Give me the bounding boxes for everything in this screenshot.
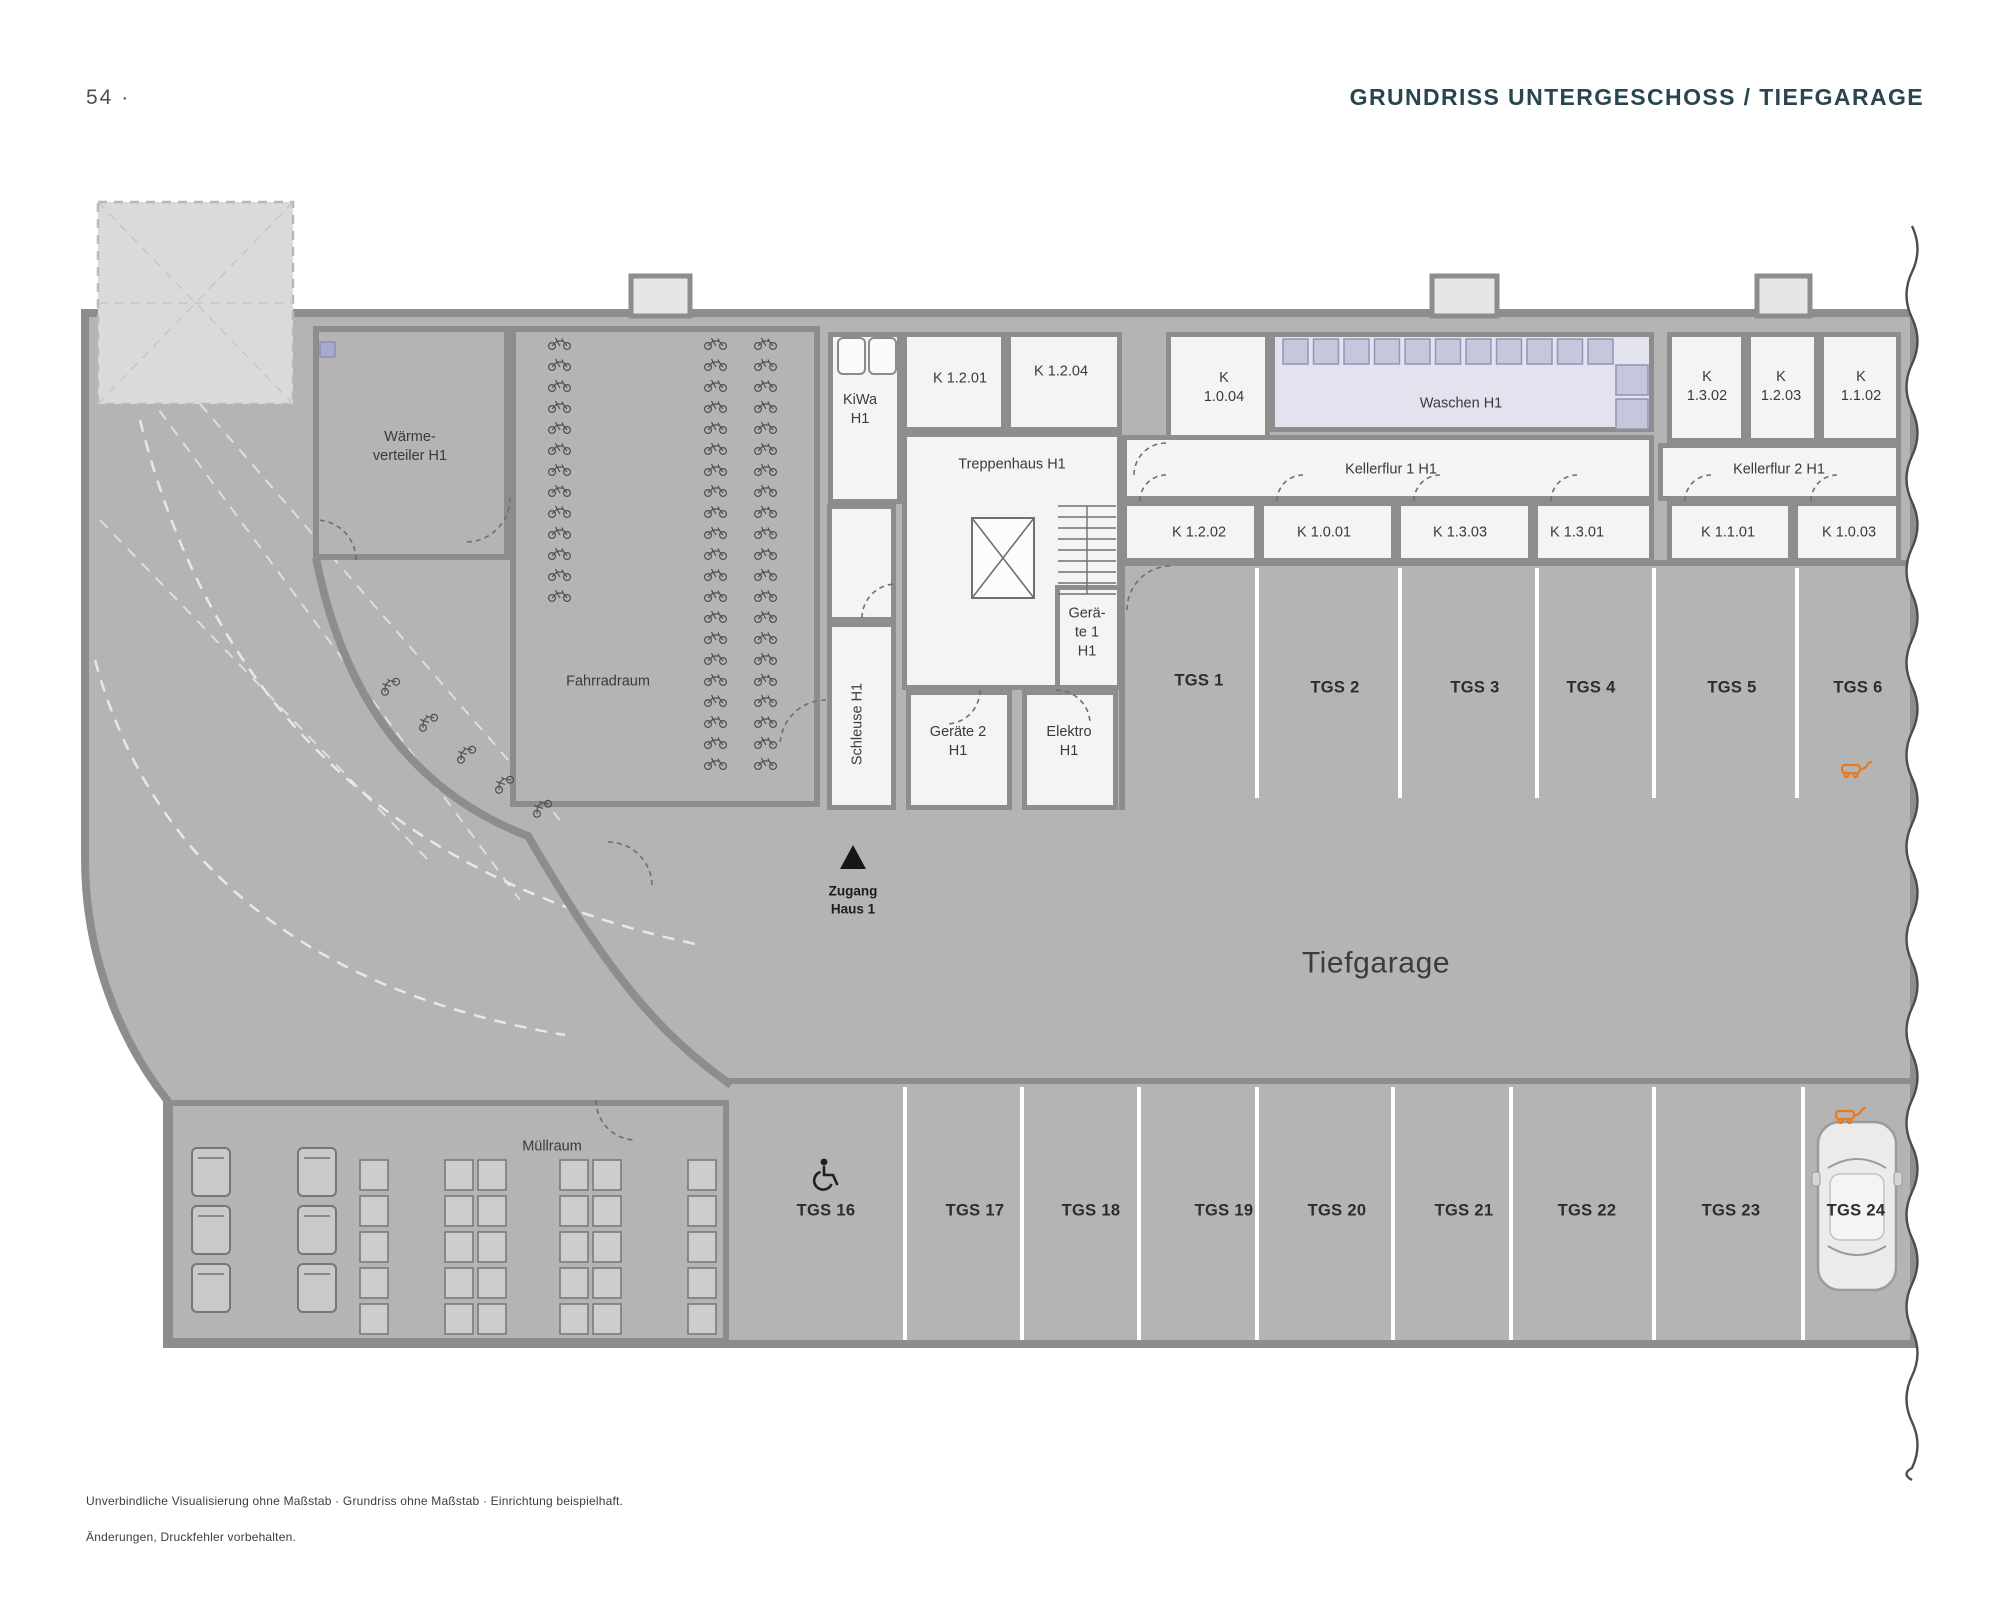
room-label-k1001: K 1.0.01 xyxy=(1296,524,1352,541)
parking-spot-label: TGS 21 xyxy=(1434,1201,1494,1220)
parking-spot-label: TGS 5 xyxy=(1707,678,1757,697)
shaft xyxy=(628,273,693,319)
parking-spot-label: TGS 24 xyxy=(1826,1201,1886,1220)
parking-spot-label: TGS 1 xyxy=(1174,671,1224,690)
parking-spot-label: TGS 3 xyxy=(1450,678,1500,697)
room-label-geraete1: Gerä- te 1 H1 xyxy=(1068,605,1106,660)
room-label-waermeverteiler: Wärme- verteiler H1 xyxy=(372,429,448,464)
room-label-k1004: K 1.0.04 xyxy=(1203,370,1245,405)
room-label-k1003: K 1.0.03 xyxy=(1821,524,1877,541)
room-waschen xyxy=(1270,332,1654,432)
room-label-k1102: K 1.1.02 xyxy=(1840,369,1882,404)
parking-spot-label: TGS 23 xyxy=(1701,1201,1761,1220)
ev-charging-icon xyxy=(1840,760,1873,779)
parking-spot-label: TGS 20 xyxy=(1307,1201,1367,1220)
parking-spot-label: TGS 19 xyxy=(1194,1201,1254,1220)
parking-spot-label: TGS 17 xyxy=(945,1201,1005,1220)
room-label-geraete2: Geräte 2 H1 xyxy=(929,724,987,759)
room-label-muellraum: Müllraum xyxy=(522,1138,582,1155)
room-label-k1302: K 1.3.02 xyxy=(1686,369,1728,404)
shaft xyxy=(1754,273,1813,319)
access-arrow-icon xyxy=(840,845,866,869)
shaft xyxy=(1429,273,1500,319)
room-label-k1203: K 1.2.03 xyxy=(1760,369,1802,404)
room-label-waschen: Waschen H1 xyxy=(1419,395,1503,412)
room-label-kellerflur1: Kellerflur 1 H1 xyxy=(1345,461,1437,478)
parking-spot-label: TGS 22 xyxy=(1557,1201,1617,1220)
room-label-k1204: K 1.2.04 xyxy=(1033,363,1089,380)
room-label-elektro: Elektro H1 xyxy=(1046,724,1092,759)
room-fahrradraum xyxy=(510,326,820,807)
room-label-kellerflur2: Kellerflur 2 H1 xyxy=(1733,461,1825,478)
page-title: GRUNDRISS UNTERGESCHOSS / TIEFGARAGE xyxy=(1349,84,1924,110)
access-label: Zugang Haus 1 xyxy=(828,883,878,916)
room-label-k1301: K 1.3.01 xyxy=(1549,524,1605,541)
parking-spot-label: TGS 4 xyxy=(1566,678,1616,697)
parking-spot-label: TGS 18 xyxy=(1061,1201,1121,1220)
parking-spot-label: TGS 2 xyxy=(1310,678,1360,697)
page-number: 54 · xyxy=(86,86,131,109)
footnote-2: Änderungen, Druckfehler vorbehalten. xyxy=(86,1530,296,1544)
room-label-treppenhaus: Treppenhaus H1 xyxy=(958,456,1066,473)
room-label-k1201: K 1.2.01 xyxy=(932,370,988,387)
parking-spot-label: TGS 6 xyxy=(1833,678,1883,697)
room-label-k1202: K 1.2.02 xyxy=(1171,524,1227,541)
room-label-schleuse: Schleuse H1 xyxy=(849,682,866,766)
hatched-area xyxy=(96,200,295,406)
footnote-1: Unverbindliche Visualisierung ohne Maßst… xyxy=(86,1494,624,1508)
room-label-k1303: K 1.3.03 xyxy=(1432,524,1488,541)
room-label-fahrradraum: Fahrradraum xyxy=(566,673,650,690)
room-label-k1101: K 1.1.01 xyxy=(1700,524,1756,541)
ev-charging-icon xyxy=(1834,1106,1867,1125)
room-vestibule xyxy=(827,504,896,622)
parking-spot-label: TGS 16 xyxy=(796,1201,856,1220)
garage-label: Tiefgarage xyxy=(1301,946,1451,980)
room-label-kiwa: KiWa H1 xyxy=(842,392,878,427)
room-muellraum xyxy=(167,1100,729,1344)
room-k1204 xyxy=(1006,332,1122,432)
wheelchair-icon xyxy=(812,1158,839,1191)
